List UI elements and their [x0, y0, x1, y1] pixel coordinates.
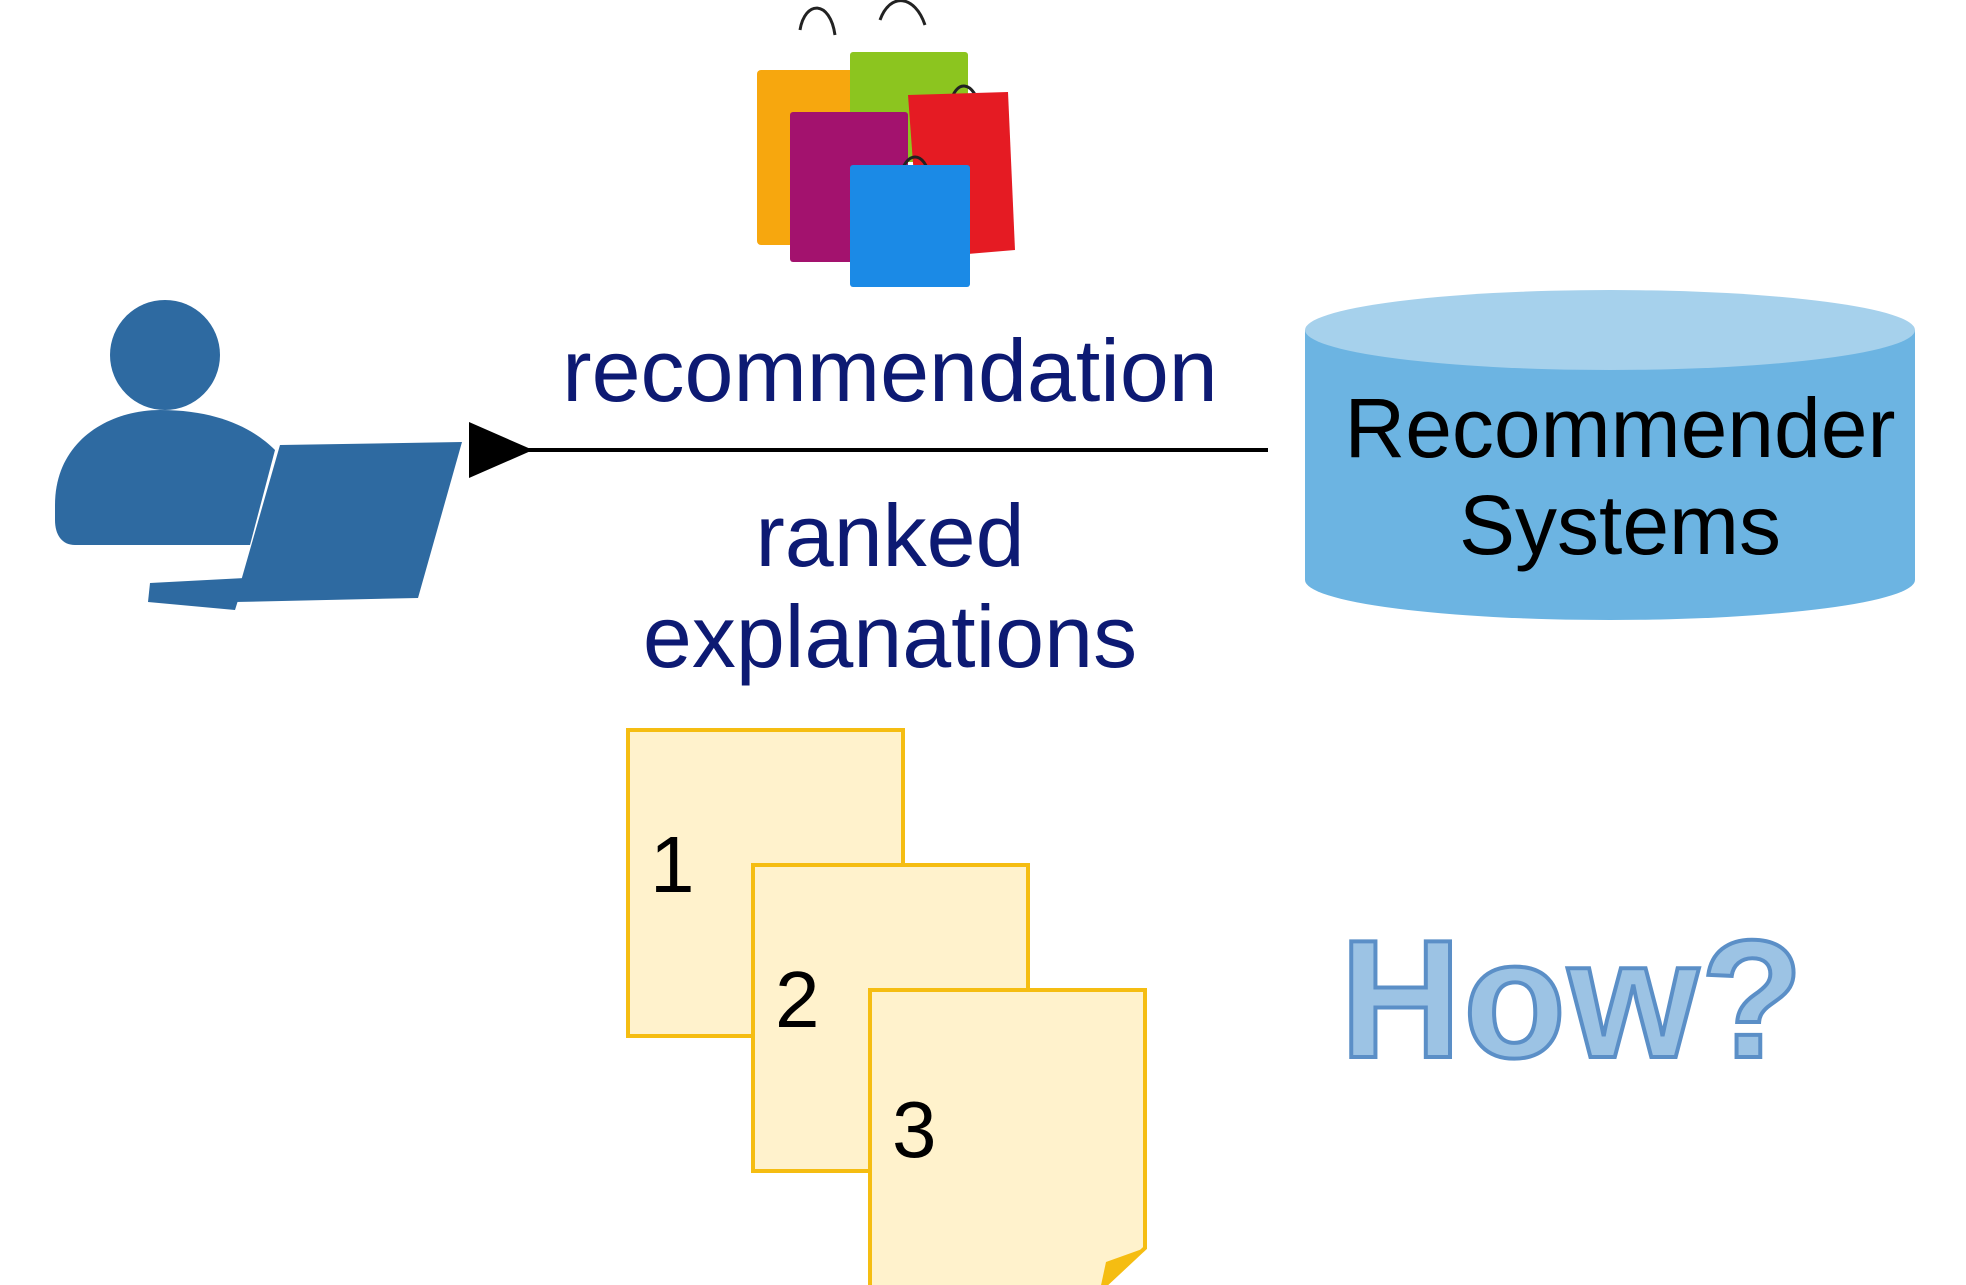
explanation-cards — [626, 728, 1147, 1285]
recommender-systems-label: Recommender Systems — [1300, 380, 1940, 573]
edge-label-ranked-explanations: ranked explanations — [520, 485, 1260, 687]
how-question-text: How? — [1338, 905, 1806, 1093]
edge-label-line-1: ranked — [755, 486, 1025, 585]
shopping-bags-icon — [757, 0, 1015, 287]
recommender-database-shape — [1305, 290, 1915, 620]
card-1-container: 1 — [628, 730, 903, 1036]
card-number-2: 2 — [775, 955, 820, 1044]
card-number-3: 3 — [892, 1085, 937, 1174]
card-3-container: 3 — [870, 990, 1145, 1280]
card-2-container: 2 — [753, 865, 1028, 1171]
page-fold-icon — [1101, 1248, 1145, 1285]
user-laptop-icon — [55, 300, 462, 610]
edge-label-line-2: explanations — [642, 587, 1138, 687]
recommender-label-line-2: Systems — [1458, 477, 1782, 572]
recommender-label-line-1: Recommender — [1344, 381, 1896, 475]
bag-blue — [850, 155, 970, 287]
edge-label-recommendation: recommendation — [562, 321, 1218, 420]
card-number-1: 1 — [650, 820, 695, 909]
